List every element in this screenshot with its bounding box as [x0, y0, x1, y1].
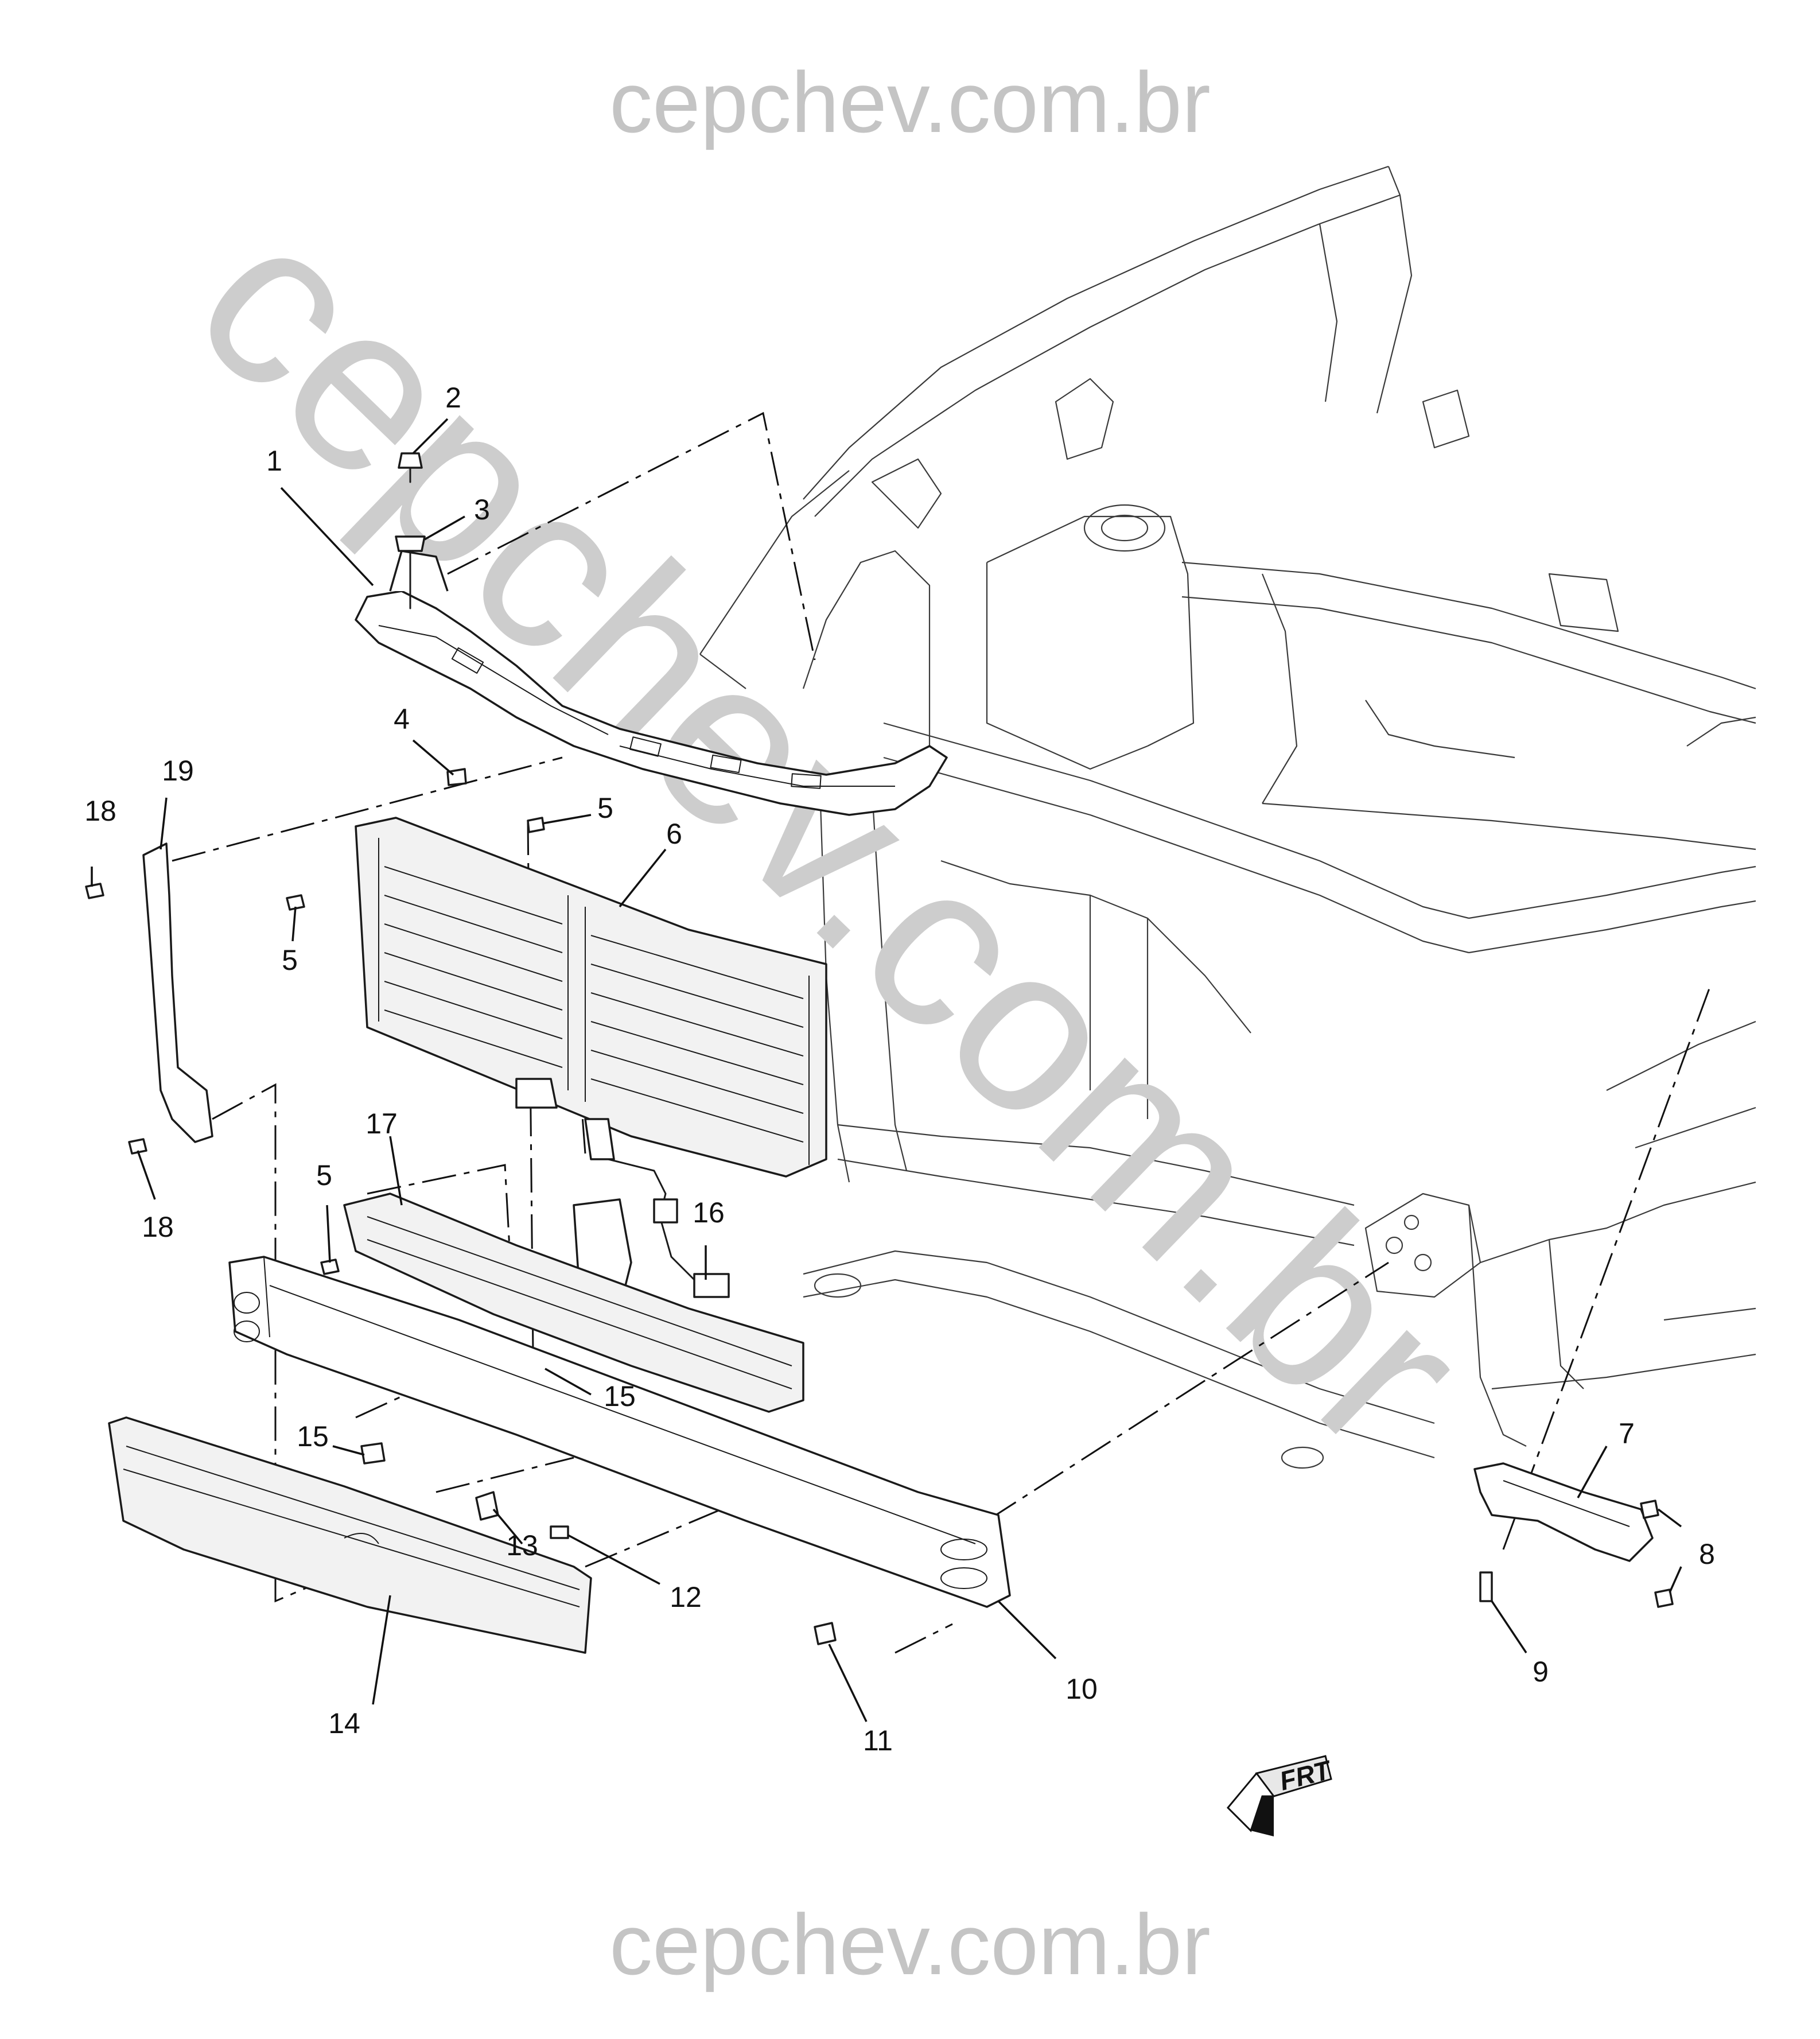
callout-5-left: 5: [282, 944, 298, 976]
callout-12: 12: [670, 1581, 702, 1613]
clip-icon: [360, 1442, 386, 1465]
callout-19: 19: [162, 755, 194, 787]
callout-15-right: 15: [604, 1380, 636, 1412]
callout-9: 9: [1533, 1656, 1549, 1688]
callout-2: 2: [445, 382, 461, 414]
connector-icon: [653, 1198, 678, 1224]
callout-15-left: 15: [297, 1420, 329, 1452]
callout-10: 10: [1065, 1673, 1098, 1705]
callout-14: 14: [328, 1707, 360, 1739]
callout-13: 13: [506, 1529, 538, 1562]
callout-18-bottom: 18: [142, 1211, 174, 1243]
callout-7: 7: [1619, 1417, 1635, 1450]
screw-icon: [320, 1259, 340, 1275]
shutter-louvers: [384, 866, 804, 1143]
callout-8: 8: [1699, 1538, 1715, 1570]
callout-6: 6: [666, 818, 682, 850]
part-upper-support-bracket: [355, 550, 948, 816]
vehicle-body-structure: [699, 165, 1756, 1469]
bolt-icon: [814, 1622, 837, 1645]
callout-5-lower: 5: [316, 1159, 332, 1191]
callout-3: 3: [474, 494, 490, 526]
nut-icon: [395, 535, 426, 552]
part-side-bracket: [85, 842, 213, 1155]
callout-4: 4: [394, 703, 410, 735]
clip-icon: [475, 1491, 499, 1521]
bolt-icon: [1479, 1571, 1493, 1602]
leader-lines: [91, 418, 1682, 1722]
callout-16: 16: [693, 1197, 725, 1229]
connector-icon: [693, 1273, 730, 1298]
callout-17: 17: [365, 1108, 398, 1140]
callout-labels: 1 2 3 4 5 5 5 6 7 8 9 10 11 12 13 14 15 …: [84, 382, 1715, 1757]
frt-label: FRT: [1277, 1754, 1335, 1796]
callout-18-top: 18: [84, 795, 116, 827]
part-bumper-impact-bar: [228, 1256, 1011, 1645]
watermark-group: cepchev.com.br cepchev.com.br cepchev.co…: [148, 54, 1514, 1993]
screw-icon: [85, 883, 104, 899]
screw-icon: [527, 817, 545, 833]
nut-icon: [1640, 1500, 1659, 1519]
watermark-bottom: cepchev.com.br: [609, 1896, 1211, 1993]
bolt-icon: [398, 452, 423, 469]
part-lower-deflector: [108, 1416, 592, 1654]
screw-icon: [286, 894, 305, 911]
part-grille-shutter: [286, 817, 827, 1178]
front-direction-indicator: FRT: [1226, 1754, 1335, 1836]
watermark-top: cepchev.com.br: [609, 54, 1211, 150]
part-side-mount-bracket: [1473, 1462, 1674, 1608]
push-pin-icon: [550, 1525, 569, 1539]
screw-icon: [128, 1138, 147, 1155]
callout-11: 11: [863, 1725, 893, 1757]
callout-1: 1: [266, 445, 282, 477]
nut-icon: [1654, 1589, 1674, 1608]
part-shutter-actuator: [573, 1158, 730, 1298]
callout-5-top: 5: [597, 792, 613, 824]
